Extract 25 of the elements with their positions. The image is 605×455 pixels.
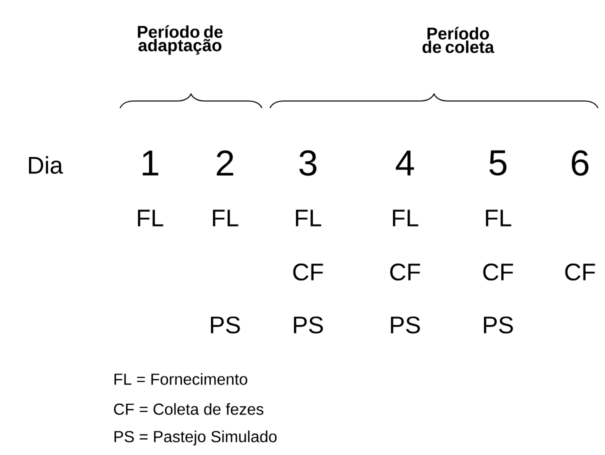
day-number: 4 [396, 150, 414, 176]
day-number: 1 [142, 150, 158, 176]
key-note: PS = Pastejo Simulado [114, 430, 277, 446]
key-note: FL = Fornecimento [114, 373, 248, 385]
key-note: CF = Coleta de fezes [114, 403, 264, 415]
activity-code: PS [484, 316, 513, 334]
activity-code: FL [486, 210, 512, 226]
activity-code: CF [390, 264, 420, 280]
activity-code: CF [293, 264, 324, 280]
activity-code: FL [138, 210, 164, 226]
day-number: 6 [572, 150, 588, 176]
day-number: 3 [299, 150, 316, 176]
day-number: 5 [489, 150, 506, 176]
period-heading: Período de adaptação [138, 25, 223, 55]
activity-code: FL [212, 210, 238, 226]
day-number: 2 [216, 150, 234, 176]
activity-code: PS [210, 316, 240, 334]
activity-code: FL [392, 210, 418, 226]
activity-code: PS [390, 316, 420, 334]
activity-code: PS [294, 316, 323, 334]
activity-code: CF [565, 264, 596, 280]
period-heading: Período de coleta [422, 26, 494, 54]
activity-code: CF [483, 264, 514, 280]
day-label: Dia [28, 156, 63, 174]
activity-code: FL [296, 210, 322, 226]
